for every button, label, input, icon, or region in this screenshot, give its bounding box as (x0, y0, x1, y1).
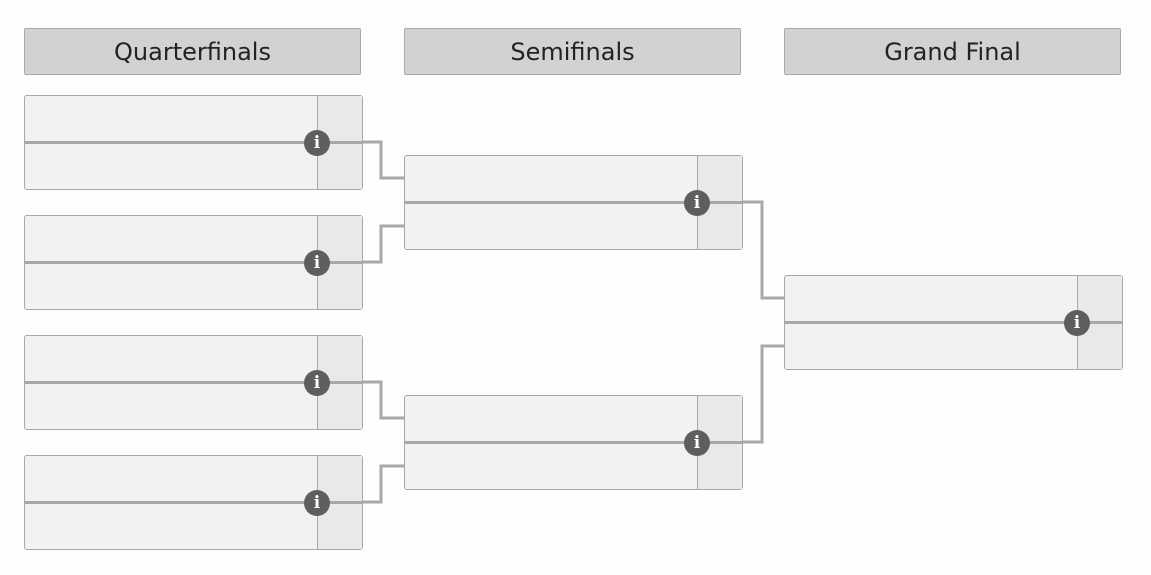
match-quarterfinal-3[interactable]: i (24, 335, 363, 430)
match-divider (405, 201, 742, 204)
match-semifinal-1[interactable]: i (404, 155, 743, 250)
team-slot-top[interactable] (35, 96, 308, 140)
team-slot-bottom[interactable] (415, 205, 688, 249)
match-divider (25, 381, 362, 384)
info-icon[interactable]: i (1064, 310, 1090, 336)
match-divider (785, 321, 1122, 324)
match-grand-final[interactable]: i (784, 275, 1123, 370)
team-slot-bottom[interactable] (795, 325, 1068, 369)
match-quarterfinal-2[interactable]: i (24, 215, 363, 310)
team-slot-top[interactable] (35, 336, 308, 380)
team-slot-bottom[interactable] (35, 265, 308, 309)
connector-sf1-final (743, 200, 784, 300)
team-slot-top[interactable] (415, 156, 688, 200)
team-slot-top[interactable] (35, 456, 308, 500)
connector-qf2-sf1 (363, 224, 404, 264)
info-icon[interactable]: i (304, 250, 330, 276)
info-icon[interactable]: i (304, 130, 330, 156)
team-slot-top[interactable] (35, 216, 308, 260)
connector-sf2-final (743, 344, 784, 444)
team-slot-top[interactable] (415, 396, 688, 440)
team-slot-bottom[interactable] (35, 505, 308, 549)
round-header-semifinals: Semifinals (404, 28, 741, 75)
match-quarterfinal-4[interactable]: i (24, 455, 363, 550)
match-quarterfinal-1[interactable]: i (24, 95, 363, 190)
round-header-grand-final: Grand Final (784, 28, 1121, 75)
match-divider (25, 141, 362, 144)
connector-qf1-sf1 (363, 140, 404, 180)
round-header-quarterfinals: Quarterfinals (24, 28, 361, 75)
info-icon[interactable]: i (684, 430, 710, 456)
info-icon[interactable]: i (304, 490, 330, 516)
match-divider (405, 441, 742, 444)
match-divider (25, 501, 362, 504)
team-slot-top[interactable] (795, 276, 1068, 320)
team-slot-bottom[interactable] (415, 445, 688, 489)
info-icon[interactable]: i (304, 370, 330, 396)
team-slot-bottom[interactable] (35, 385, 308, 429)
match-semifinal-2[interactable]: i (404, 395, 743, 490)
info-icon[interactable]: i (684, 190, 710, 216)
connector-qf4-sf2 (363, 464, 404, 504)
match-divider (25, 261, 362, 264)
connector-qf3-sf2 (363, 380, 404, 420)
team-slot-bottom[interactable] (35, 145, 308, 189)
